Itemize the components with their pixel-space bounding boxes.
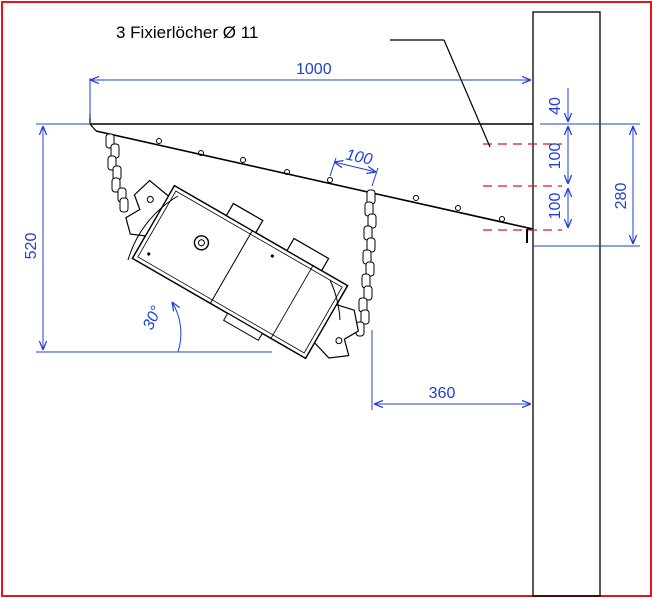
- dim-100c-ext-right: [371, 167, 379, 187]
- dim-100a-label: 100: [547, 143, 564, 170]
- rotation-arc-top: [127, 195, 179, 261]
- dim-360-label: 360: [429, 385, 456, 402]
- dim-angle-label: 30°: [140, 303, 166, 333]
- right-chain: [355, 189, 377, 337]
- dim-100c-label: 100: [344, 147, 374, 169]
- dim-520-label: 520: [23, 233, 40, 260]
- left-chain: [105, 133, 129, 213]
- wall: [532, 11, 601, 597]
- dim-angle-arc: [172, 302, 182, 353]
- dim-40-label: 40: [547, 97, 564, 115]
- rotation-arc-right: [329, 279, 341, 321]
- dim-100c-line: [334, 162, 376, 172]
- mounting-bracket: [89, 114, 534, 243]
- fixing-hole-markers: [483, 143, 562, 231]
- dim-100b-label: 100: [547, 193, 564, 220]
- dim-100c-ext-left: [329, 157, 337, 177]
- note-leader: [390, 39, 491, 148]
- heater-unit: [125, 179, 359, 360]
- dim-1000-label: 1000: [296, 61, 332, 78]
- fixing-holes-note: 3 Fixierlöcher Ø 11: [116, 23, 258, 42]
- dim-280-label: 280: [613, 183, 630, 210]
